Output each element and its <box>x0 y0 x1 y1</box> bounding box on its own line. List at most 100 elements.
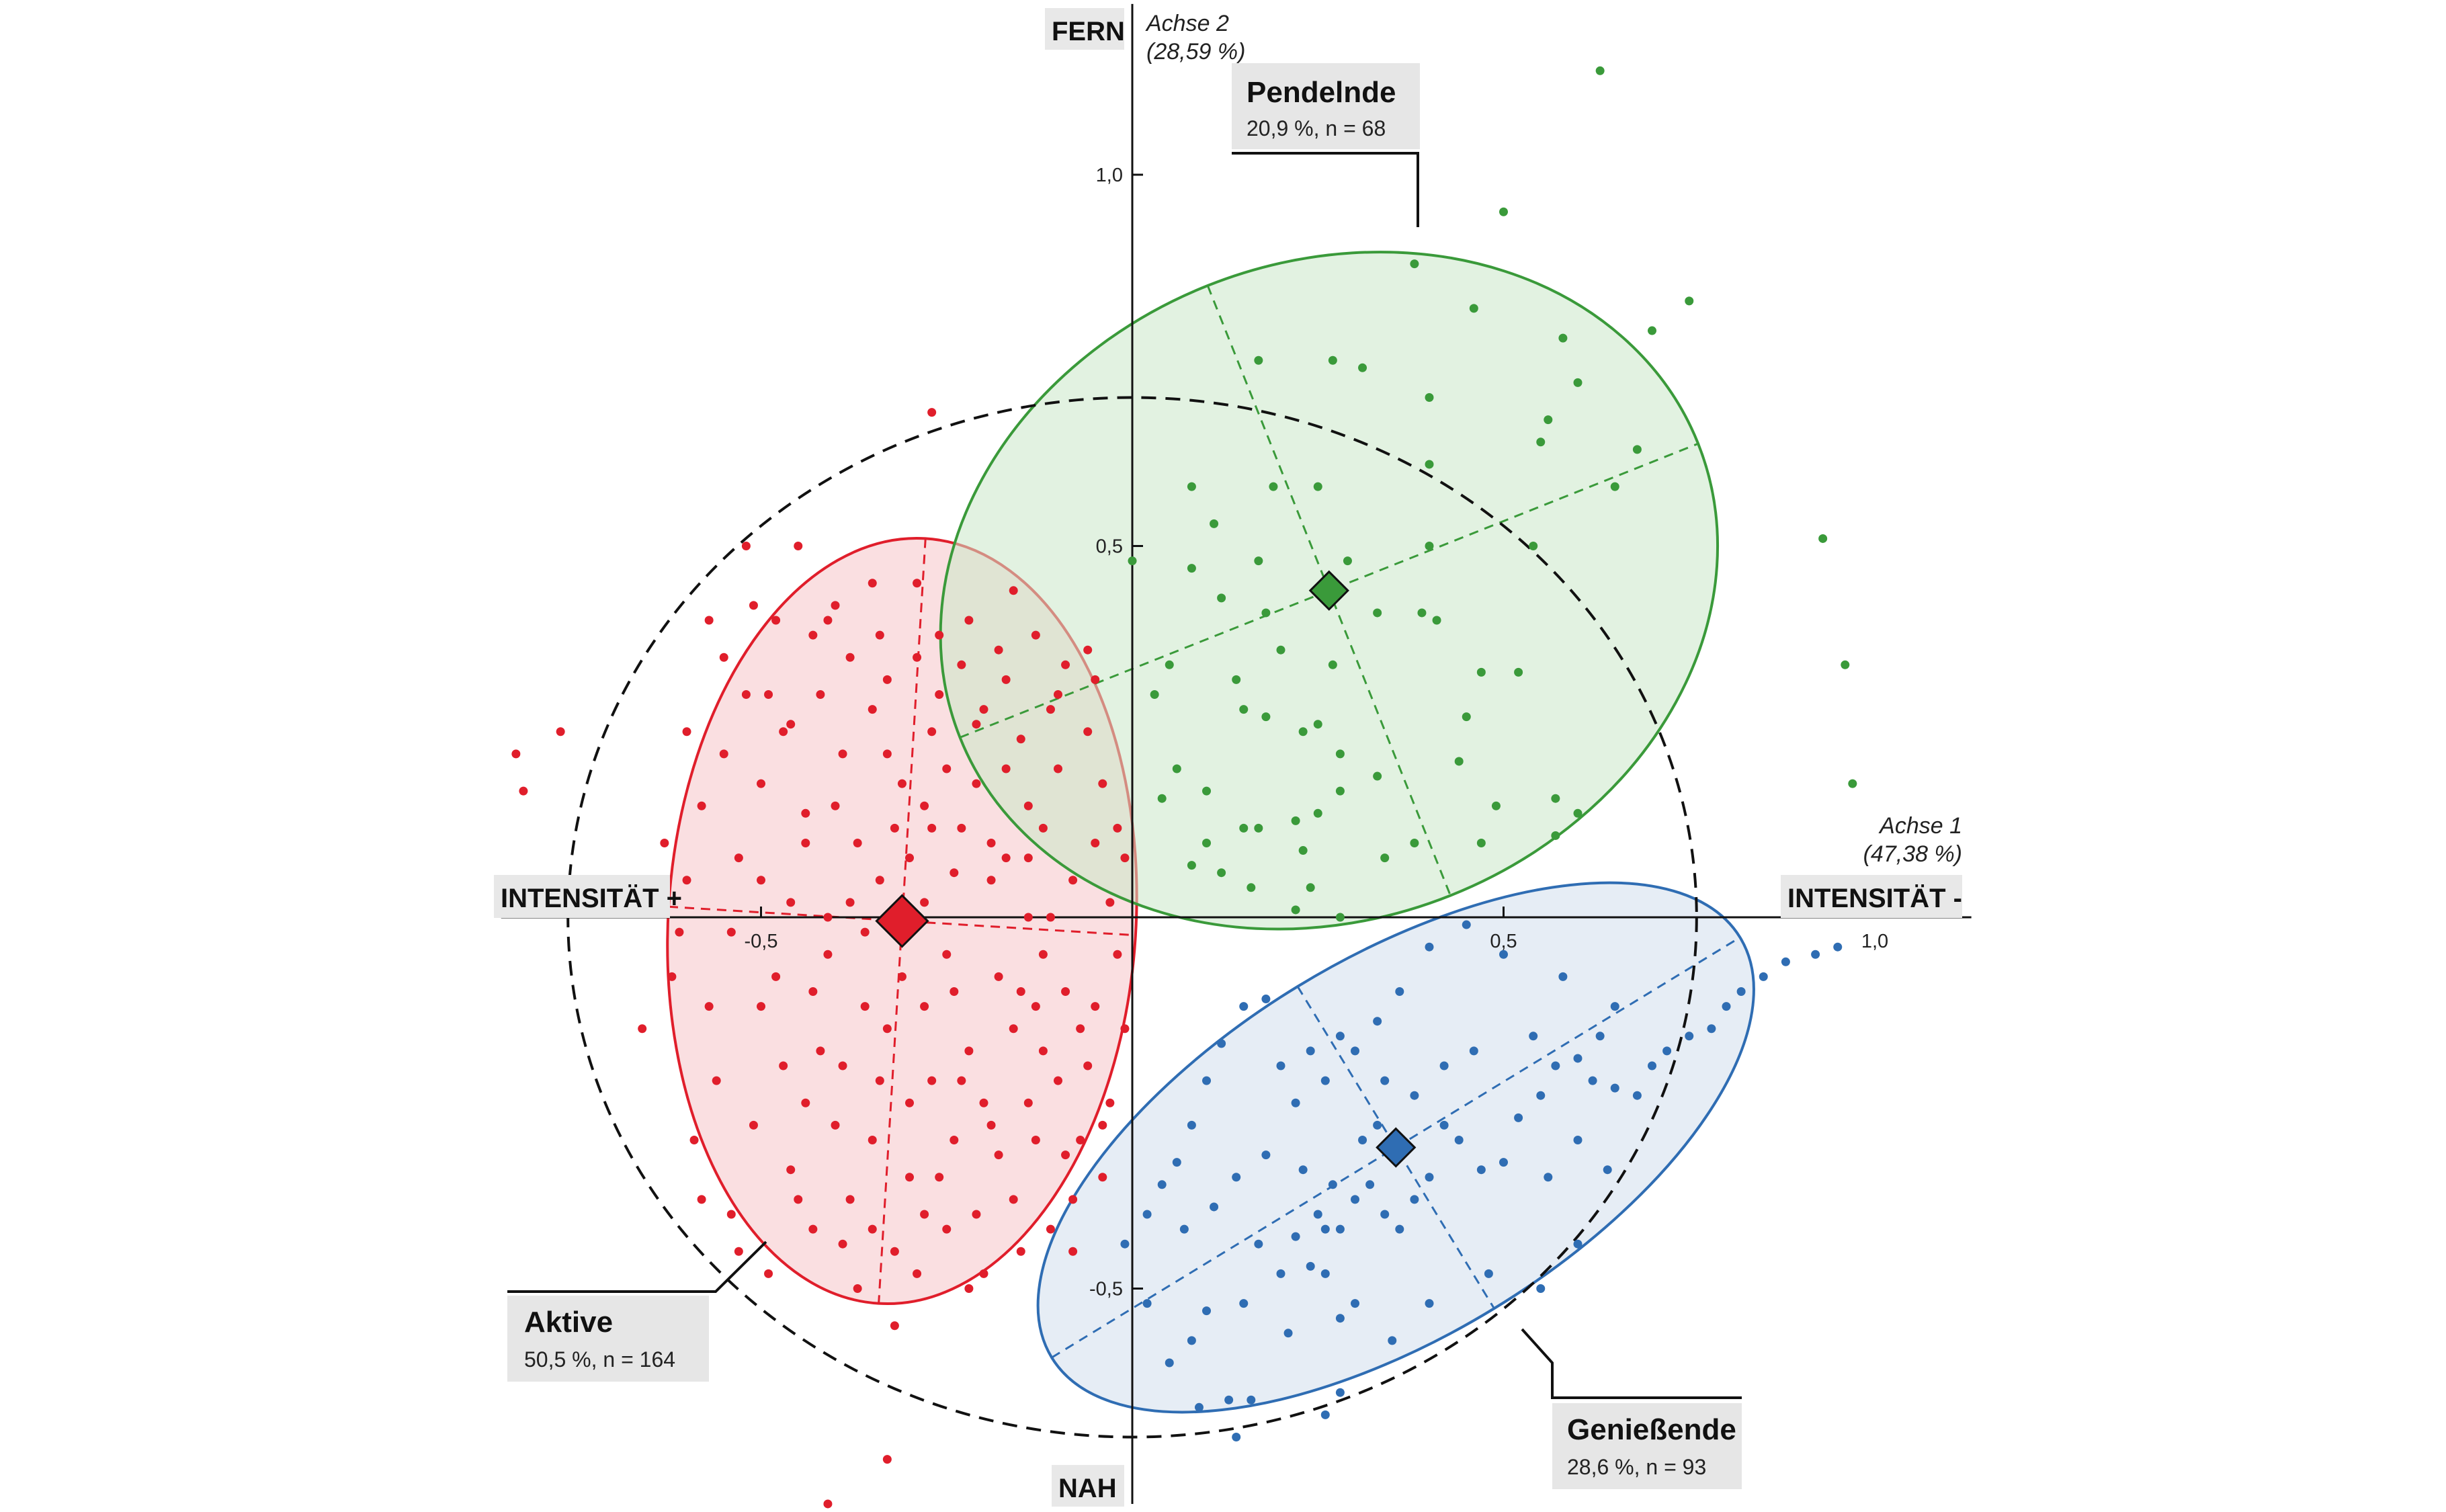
data-point-aktive <box>868 1224 877 1234</box>
data-point-geniessende <box>1335 1224 1345 1234</box>
data-point-aktive <box>1068 1247 1078 1256</box>
data-point-aktive <box>838 1061 847 1070</box>
data-point-aktive <box>957 660 966 669</box>
data-point-aktive <box>794 1195 803 1204</box>
data-point-aktive <box>1009 1195 1018 1204</box>
data-point-pendelnde <box>1128 556 1137 566</box>
data-point-geniessende <box>1247 1395 1256 1404</box>
data-point-geniessende <box>1462 920 1471 929</box>
data-point-pendelnde <box>1313 482 1322 491</box>
data-point-aktive <box>957 823 966 833</box>
data-point-geniessende <box>1707 1024 1716 1034</box>
data-point-geniessende <box>1499 1158 1508 1167</box>
data-point-aktive <box>838 749 847 759</box>
data-point-aktive <box>860 927 870 937</box>
data-point-pendelnde <box>1239 705 1249 714</box>
data-point-geniessende <box>1276 1061 1285 1070</box>
data-point-pendelnde <box>1239 823 1249 833</box>
data-point-geniessende <box>1320 1224 1330 1234</box>
data-point-aktive <box>712 1076 721 1085</box>
data-point-aktive <box>719 653 728 662</box>
x-pos-label-bg <box>1781 875 1962 918</box>
data-point-aktive <box>950 1136 959 1144</box>
data-point-aktive <box>1120 1024 1130 1034</box>
data-point-aktive <box>964 616 974 625</box>
data-point-aktive <box>1001 764 1011 773</box>
data-point-geniessende <box>1551 1061 1560 1070</box>
data-point-aktive <box>764 1269 773 1278</box>
cluster-label-geniessende: Genießende 28,6 %, n = 93 <box>1521 1328 1742 1489</box>
data-point-geniessende <box>1610 1002 1619 1011</box>
cluster-label-pendelnde: Pendelnde 20,9 %, n = 68 <box>1232 63 1420 227</box>
data-point-aktive <box>749 1120 758 1130</box>
data-point-geniessende <box>1425 1299 1434 1308</box>
data-point-aktive <box>726 927 736 937</box>
x-tick-label: 1,0 <box>1861 931 1888 952</box>
data-point-aktive <box>935 630 944 640</box>
data-point-pendelnde <box>1328 660 1337 669</box>
data-point-outlier <box>556 727 565 737</box>
data-point-aktive <box>749 601 758 610</box>
data-point-aktive <box>757 1002 765 1011</box>
cluster-name: Genießende <box>1567 1413 1736 1446</box>
data-point-aktive <box>1098 779 1107 788</box>
data-point-aktive <box>1038 1046 1048 1056</box>
centroid-marker-aktive <box>875 894 929 948</box>
data-point-geniessende <box>1685 1032 1694 1041</box>
data-point-geniessende <box>1283 1329 1293 1338</box>
data-point-aktive <box>831 1120 840 1130</box>
data-point-geniessende <box>1276 1269 1285 1278</box>
data-point-aktive <box>845 1195 855 1204</box>
cluster-label-bg <box>507 1296 709 1382</box>
data-point-geniessende <box>1351 1299 1359 1308</box>
data-point-pendelnde <box>1417 608 1427 618</box>
data-point-aktive <box>964 1046 974 1056</box>
cluster-name: Pendelnde <box>1247 76 1396 109</box>
data-point-aktive <box>831 801 840 810</box>
data-point-aktive <box>1083 1061 1093 1070</box>
data-point-aktive <box>1068 876 1078 885</box>
data-point-aktive <box>704 1002 714 1011</box>
data-point-pendelnde <box>1172 764 1181 773</box>
data-point-geniessende <box>1298 1165 1308 1175</box>
data-point-aktive <box>957 1076 966 1085</box>
data-point-pendelnde <box>1254 823 1263 833</box>
data-point-aktive <box>935 1173 944 1182</box>
data-point-pendelnde <box>1150 690 1159 699</box>
x-axis-name: Achse 1 <box>1878 813 1962 839</box>
data-point-geniessende <box>1261 1150 1271 1160</box>
data-point-aktive <box>845 898 855 907</box>
data-point-geniessende <box>1759 972 1768 981</box>
data-point-geniessende <box>1120 1239 1130 1249</box>
data-point-aktive <box>897 972 906 981</box>
data-point-geniessende <box>1632 1091 1642 1100</box>
data-point-pendelnde <box>1373 608 1382 618</box>
data-point-aktive <box>868 579 877 588</box>
data-point-pendelnde <box>1298 727 1308 737</box>
data-point-aktive <box>882 675 892 684</box>
data-point-aktive <box>1016 987 1025 996</box>
data-point-aktive <box>935 690 944 699</box>
data-point-pendelnde <box>1298 846 1308 855</box>
data-point-pendelnde <box>1217 868 1226 878</box>
data-point-aktive <box>1016 1247 1025 1256</box>
data-point-geniessende <box>1573 1239 1583 1249</box>
data-point-aktive <box>1120 853 1130 863</box>
data-point-pendelnde <box>1410 259 1419 269</box>
data-point-aktive <box>1091 839 1100 847</box>
data-point-pendelnde <box>1269 482 1278 491</box>
data-point-geniessende <box>1157 1180 1167 1189</box>
data-point-aktive <box>1083 727 1093 737</box>
data-point-aktive <box>882 749 892 759</box>
data-point-aktive <box>726 1210 736 1219</box>
data-point-geniessende <box>1410 1195 1419 1204</box>
data-point-aktive <box>950 987 959 996</box>
data-point-aktive <box>801 839 810 847</box>
data-point-aktive <box>1001 675 1011 684</box>
data-point-pendelnde <box>1544 415 1553 425</box>
y-axis-name: Achse 2 <box>1145 11 1229 36</box>
data-point-pendelnde <box>1648 326 1656 335</box>
data-point-aktive <box>1091 1002 1100 1011</box>
data-point-aktive <box>704 616 714 625</box>
